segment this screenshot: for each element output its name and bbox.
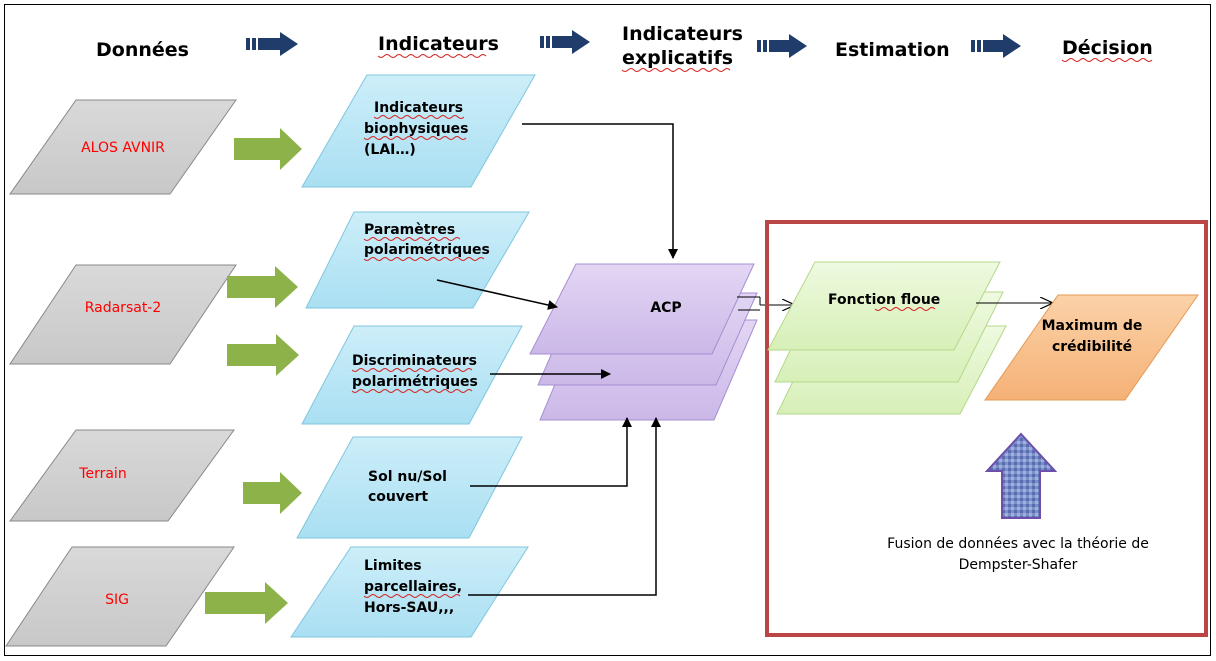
diagram-border [4,4,1211,656]
spell-underline [363,594,461,598]
header-indicateurs: Indicateurs [378,33,499,55]
indicator-label: Indicateurs [374,100,463,116]
header-arrow-icon [971,34,1021,58]
fusion-up-arrow-icon [984,432,1058,519]
connector-arrow [522,123,678,259]
source-label: ALOS AVNIR [81,140,165,156]
spell-underline [351,368,473,372]
decision-label: Maximum de [1042,318,1143,334]
source-label: Radarsat-2 [85,300,162,316]
connector-arrow [468,417,661,596]
spell-underline [1061,58,1153,62]
fusion-caption-line1: Fusion de données avec la théorie de [887,536,1149,552]
header-arrow-icon [246,32,298,56]
connector-arrow [470,417,632,487]
spell-underline [874,307,936,311]
source-alos-avnir: ALOS AVNIR [9,99,237,195]
header-donnees: Données [96,39,189,61]
source-sig: SIG [5,546,235,647]
spell-underline [377,54,487,58]
fusion-box [765,220,1208,637]
indicator-sol-nu-sol-couvert: Sol nu/Sol couvert [296,436,523,539]
decision-maximum-credibilite: Maximum de crédibilité [984,294,1199,401]
fonction-floue-label: Fonction floue [828,292,940,308]
indicator-label: (LAI…) [364,142,416,158]
fonction-floue-stack: Fonction floue [767,261,1007,415]
indicator-discriminateurs-polarimetriques: Discriminateurs polarimétriques [301,325,523,425]
header-indicateurs-explicatifs-line2: explicatifs [622,47,733,69]
acp-stack: ACP [529,263,758,421]
fusion-caption-line2: Dempster-Shafer [959,557,1078,573]
source-label: Terrain [78,466,126,482]
acp-label: ACP [650,300,681,316]
header-decision: Décision [1062,37,1153,59]
indicator-label: Discriminateurs [352,353,477,369]
indicator-label: Sol nu/Sol [368,469,447,485]
green-arrow-icon [243,472,302,514]
green-arrow-icon [227,334,299,376]
indicator-label: parcellaires, [364,579,462,595]
indicator-limites-parcellaires: Limites parcellaires, Hors-SAU,,, [290,546,529,638]
spell-underline [373,115,465,119]
header-arrow-icon [540,30,590,54]
spell-underline [363,257,485,261]
header-arrow-icon [757,34,807,58]
source-radarsat-2: Radarsat-2 [9,264,237,365]
spell-underline [363,136,467,140]
source-terrain: Terrain [9,429,235,522]
header-estimation: Estimation [835,39,950,61]
green-arrow-icon [227,266,298,308]
indicator-label: couvert [368,489,428,505]
header-indicateurs-explicatifs-line1: Indicateurs [622,23,743,45]
spell-underline [621,68,731,72]
spell-underline [351,389,473,393]
indicator-label: Hors-SAU,,, [364,600,454,616]
indicator-label: biophysiques [364,121,469,137]
indicator-label: polarimétriques [352,374,478,390]
indicator-label: Limites [364,558,422,574]
indicator-label: Paramètres [364,222,455,238]
green-arrow-icon [205,582,288,624]
connector-arrow [436,279,558,310]
spell-underline [363,237,461,241]
indicator-biophysiques: Indicateurs biophysiques (LAI…) [301,74,536,188]
source-label: SIG [105,592,129,608]
decision-label: crédibilité [1052,339,1132,355]
green-arrow-icon [234,128,302,170]
indicator-label: polarimétriques [364,242,490,258]
